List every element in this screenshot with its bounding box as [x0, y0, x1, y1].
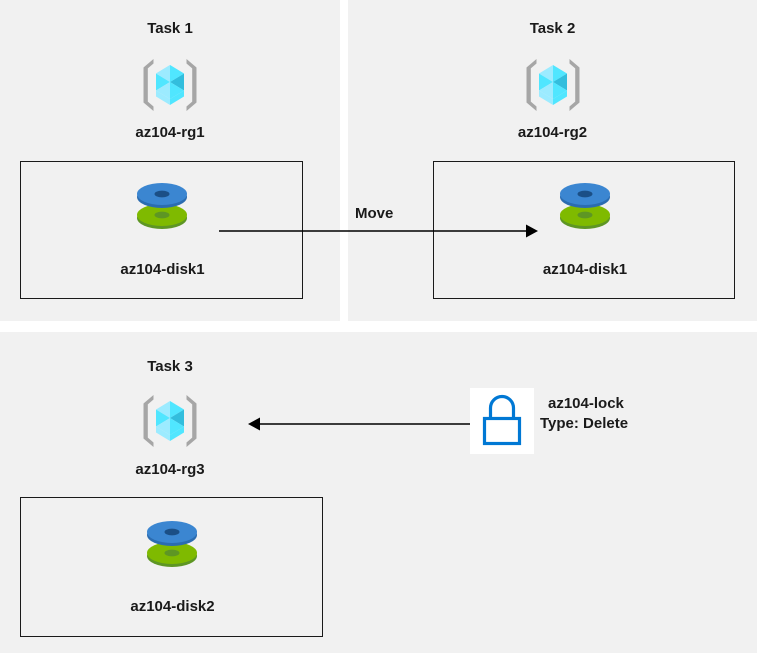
lock-arrow — [247, 415, 471, 433]
task-2-title: Task 2 — [529, 20, 576, 37]
resource-group-icon — [139, 54, 201, 116]
resource-group-label-3: az104-rg3 — [135, 461, 205, 478]
task-1-title: Task 1 — [147, 20, 193, 37]
lock-icon-tile — [470, 388, 534, 454]
resource-label-1: az104-disk1 — [120, 261, 205, 278]
resource-group-icon — [522, 54, 584, 116]
move-arrow-label: Move — [355, 205, 394, 222]
resource-group-label-1: az104-rg1 — [135, 124, 205, 141]
lock-type-label: Type: Delete — [540, 415, 629, 432]
lock-icon — [482, 394, 522, 446]
managed-disk-icon — [131, 178, 193, 236]
resource-label-2: az104-disk1 — [542, 261, 628, 278]
resource-group-label-2: az104-rg2 — [517, 124, 588, 141]
lock-name-label: az104-lock — [548, 395, 624, 412]
resource-box-1: az104-disk1 — [20, 161, 303, 299]
resource-label-3: az104-disk2 — [130, 598, 215, 615]
resource-box-2: az104-disk1 — [433, 161, 735, 299]
managed-disk-icon — [141, 516, 203, 574]
panel-task-1: Task 1 az104-rg1 — [0, 0, 340, 321]
move-arrow — [219, 222, 539, 240]
task-3-title: Task 3 — [147, 358, 193, 375]
managed-disk-icon — [554, 178, 616, 236]
resource-box-3: az104-disk2 — [20, 497, 323, 637]
resource-group-icon — [139, 390, 201, 452]
panel-task-2: Task 2 az104-rg2 az104-d — [348, 0, 757, 321]
panel-task-3: Task 3 az104-rg3 az104-d — [0, 332, 757, 653]
